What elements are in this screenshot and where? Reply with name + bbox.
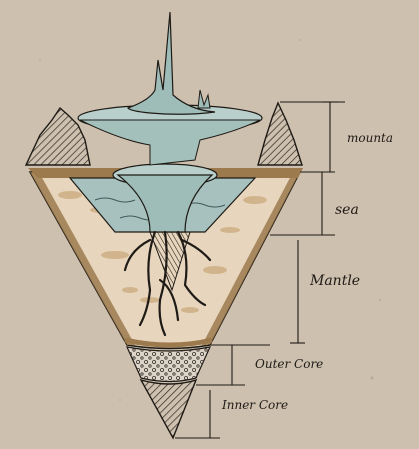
label-mantle: Mantle: [309, 273, 360, 289]
label-mountain: mounta: [347, 131, 393, 145]
label-inner-core: Inner Core: [221, 398, 288, 412]
label-sea: sea: [335, 202, 359, 218]
label-outer-core: Outer Core: [255, 357, 323, 371]
